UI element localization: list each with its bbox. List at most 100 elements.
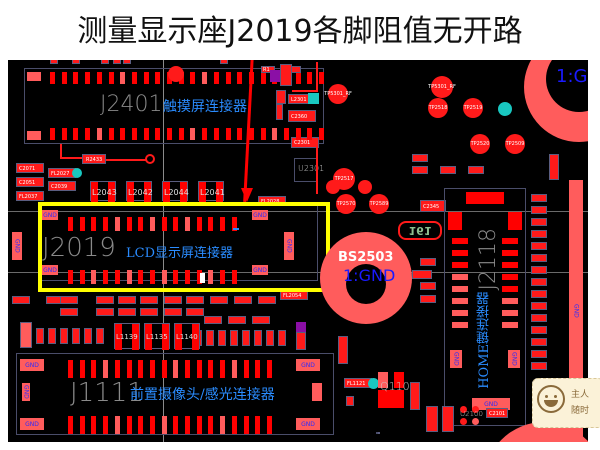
connector-pin [266, 416, 272, 434]
j1111-label: 前置摄像头/感光连接器 [130, 387, 275, 403]
connector-pin [143, 72, 149, 84]
connector-pin [284, 128, 289, 140]
resistor [531, 290, 547, 298]
c2101: C2101 [486, 408, 508, 418]
tp2518: TP2518 [428, 98, 448, 118]
resistor [531, 314, 547, 322]
resistor [531, 206, 547, 214]
connector-pin [126, 217, 132, 231]
connector-pin [61, 72, 67, 84]
connector-pin [185, 217, 190, 231]
connector-pin [138, 217, 144, 231]
connector-pin [103, 360, 109, 378]
guide-line-horizontal-1 [8, 211, 588, 212]
tp5301: TP5301_RF [428, 76, 456, 98]
connector-pin [138, 416, 144, 434]
j2019-highlight-box [38, 202, 330, 292]
connector-pin [208, 217, 214, 231]
smd-part [36, 328, 44, 344]
smd-part [96, 328, 104, 344]
inductor-l2041: L2041 [198, 181, 225, 202]
connector-pin [237, 72, 243, 84]
smd-part [186, 308, 204, 316]
resistor [531, 326, 547, 334]
connector-pin [79, 360, 85, 378]
connector-pin [161, 360, 167, 378]
connector-pin [502, 250, 518, 256]
connector-pin [61, 128, 67, 140]
connector-pin [307, 72, 313, 84]
connector-pin [502, 274, 518, 280]
j2019-label: LCD显示屏连接器 [126, 246, 234, 261]
smd-part [204, 316, 222, 324]
resistor [531, 242, 547, 250]
c2051: C2051 [16, 177, 44, 187]
connector-pin [502, 286, 518, 292]
connector-pin [272, 128, 278, 140]
guide-line-vertical [163, 60, 164, 442]
smd-part [210, 296, 228, 304]
connector-pin [96, 128, 102, 140]
smd-part [118, 296, 136, 304]
connector-pin [190, 72, 196, 84]
c2360: C2360 [288, 110, 316, 122]
tp2589: TP2589 [369, 194, 389, 214]
connector-pin [307, 128, 313, 140]
connector-pin [208, 360, 214, 378]
connector-pin [138, 270, 144, 284]
connector-pin [108, 72, 114, 84]
connector-pin [120, 72, 126, 84]
bs2503-net: 1:GND [343, 266, 396, 285]
bs2503-ref: BS2503 [338, 250, 394, 265]
smd-part [258, 296, 276, 304]
connector-pin [452, 310, 468, 316]
connector-pin [155, 128, 161, 140]
smd-part [234, 296, 252, 304]
connector-pin [319, 128, 325, 140]
connector-pin [103, 416, 109, 434]
mascot-badge[interactable]: 主人 随时 [532, 378, 600, 428]
connector-pin [85, 128, 91, 140]
inductor-l2044: L2044 [162, 181, 189, 202]
connector-pin [85, 72, 91, 84]
connector-pin [149, 360, 155, 378]
connector-pin [103, 270, 109, 284]
inductor-l1135: L1135 [144, 323, 170, 350]
connector-pin [138, 360, 144, 378]
smd-part [60, 328, 68, 344]
connector-pin [68, 270, 73, 284]
guide-line-horizontal-2 [8, 272, 588, 273]
j1111-ref: J1111 [70, 378, 144, 408]
smd-part [60, 308, 78, 316]
connector-pin [126, 416, 132, 434]
connector-pin [502, 310, 518, 316]
smd-part [186, 296, 204, 304]
connector-pin [155, 72, 161, 84]
arrow-head-icon [241, 188, 253, 202]
smd-part [228, 316, 246, 324]
c2039: C2039 [48, 181, 76, 191]
connector-pin [231, 270, 237, 284]
smd-part [252, 316, 270, 324]
j2401-ref: J2401 [100, 92, 163, 117]
connector-pin [260, 128, 266, 140]
connector-pin [131, 72, 137, 84]
connector-pin [173, 217, 179, 231]
smd-part [96, 308, 114, 316]
connector-pin [225, 72, 231, 84]
resistor [531, 302, 547, 310]
resistor [531, 350, 547, 358]
connector-pin [248, 128, 254, 140]
smiley-icon [537, 385, 565, 413]
connector-pin [213, 72, 219, 84]
smd-part [278, 330, 286, 346]
connector-pin [114, 360, 120, 378]
j1111-connector [16, 353, 334, 435]
connector-pin [502, 322, 518, 328]
connector-pin [73, 128, 79, 140]
connector-pin [50, 72, 55, 84]
smd-part [48, 328, 56, 344]
connector-pin [120, 128, 126, 140]
resistor [531, 338, 547, 346]
u2100 [460, 406, 480, 426]
